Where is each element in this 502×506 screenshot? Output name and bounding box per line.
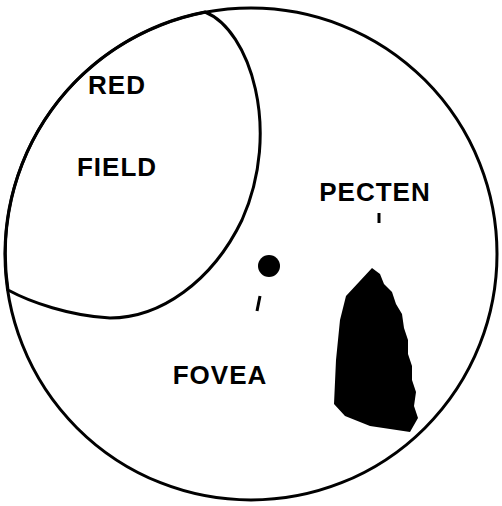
leader-tick (378, 213, 381, 223)
part-label: PECTEN (319, 177, 430, 207)
fundus-outline (5, 8, 497, 500)
part-label: FOVEA (173, 360, 268, 390)
red-field-outline (5, 12, 260, 318)
region-label-box: RED FIELD (61, 44, 173, 208)
pecten-shape (334, 268, 418, 432)
fovea-dot (258, 255, 280, 277)
leader-tick (257, 296, 260, 311)
region-name: RED FIELD (61, 44, 173, 208)
